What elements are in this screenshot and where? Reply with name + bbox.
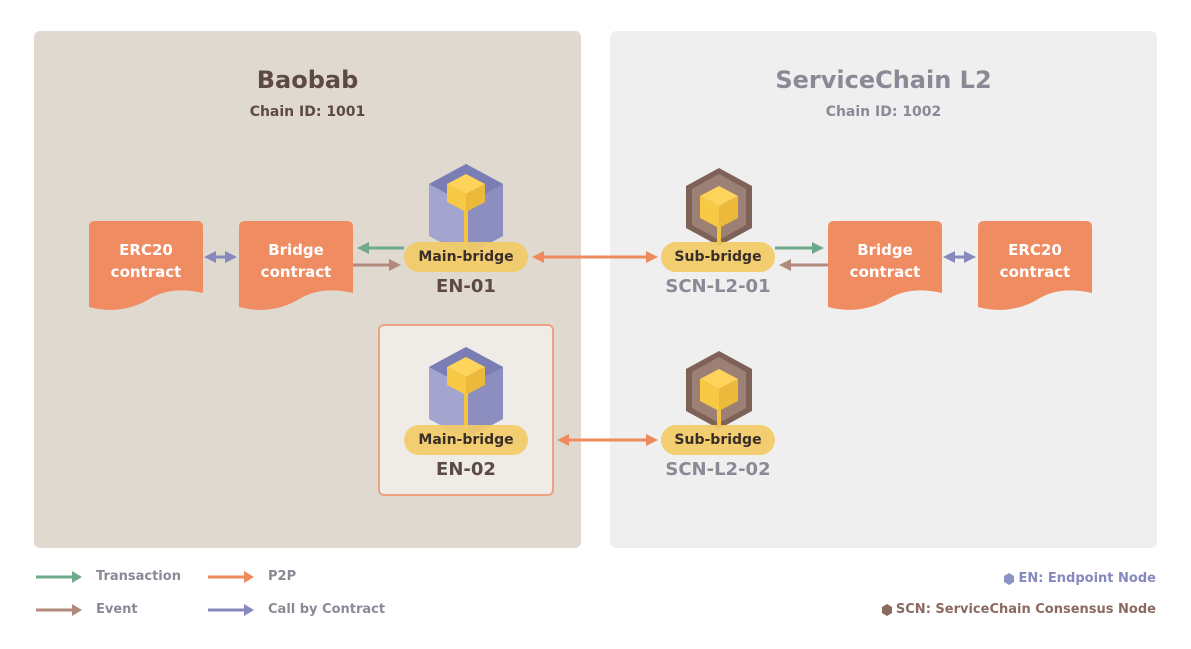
legend-label: P2P [268,569,297,584]
endpoint-node-cube-icon [429,164,503,256]
legend-label: Event [96,602,138,617]
contract-label-1: ERC20 [1008,241,1062,259]
legend-key-label: EN: Endpoint Node [1018,571,1156,586]
consensus-node-hex-icon [686,168,752,246]
sub-bridge-label: Sub-bridge [661,242,775,272]
legend-label: Call by Contract [268,602,386,617]
consensus-node-hex-icon [686,351,752,429]
event-arrow-icon [36,603,82,616]
node-name: SCN-L2-02 [665,459,771,480]
baobab-title: Baobab [256,66,359,94]
contract-label-1: Bridge [857,241,913,259]
sub-bridge-label: Sub-bridge [661,425,775,455]
endpoint-node-cube-icon [429,347,503,439]
baobab-chain-id: Chain ID: 1001 [249,104,366,120]
contract-label-2: contract [999,263,1071,281]
legend-call-by-contract: Call by Contract [208,602,385,617]
consensus-node-hex-icon [881,603,892,616]
contract-label-1: Bridge [268,241,324,259]
servicechain-chain-id: Chain ID: 1002 [825,104,942,120]
legend-en-key: EN: Endpoint Node [1004,571,1156,586]
document-shape-icon [828,221,942,310]
p2p-arrow-icon [208,570,254,583]
node-name: EN-01 [436,276,496,297]
node-name: EN-02 [436,459,496,480]
main-bridge-label: Main-bridge [404,242,528,272]
baobab-bridge-contract: Bridge contract [239,221,353,311]
servicechain-title: ServiceChain L2 [775,66,992,94]
contract-label-1: ERC20 [119,241,173,259]
servicechain-bridge-contract: Bridge contract [828,221,942,311]
legend-p2p: P2P [208,569,296,584]
servicechain-erc20-contract: ERC20 contract [978,221,1092,311]
baobab-erc20-contract: ERC20 contract [89,221,203,311]
call-arrow-icon [208,603,254,616]
legend-transaction: Transaction [36,569,181,584]
document-shape-icon [239,221,353,310]
legend-key-label: SCN: ServiceChain Consensus Node [895,602,1156,617]
legend-scn-key: SCN: ServiceChain Consensus Node [881,602,1156,617]
contract-label-2: contract [110,263,182,281]
legend-label: Transaction [96,569,181,584]
endpoint-node-cube-icon [1004,572,1015,585]
document-shape-icon [89,221,203,310]
legend-event: Event [36,602,138,617]
document-shape-icon [978,221,1092,310]
contract-label-2: contract [849,263,921,281]
transaction-arrow-icon [36,570,82,583]
contract-label-2: contract [260,263,332,281]
main-bridge-label: Main-bridge [404,425,528,455]
node-name: SCN-L2-01 [665,276,771,297]
